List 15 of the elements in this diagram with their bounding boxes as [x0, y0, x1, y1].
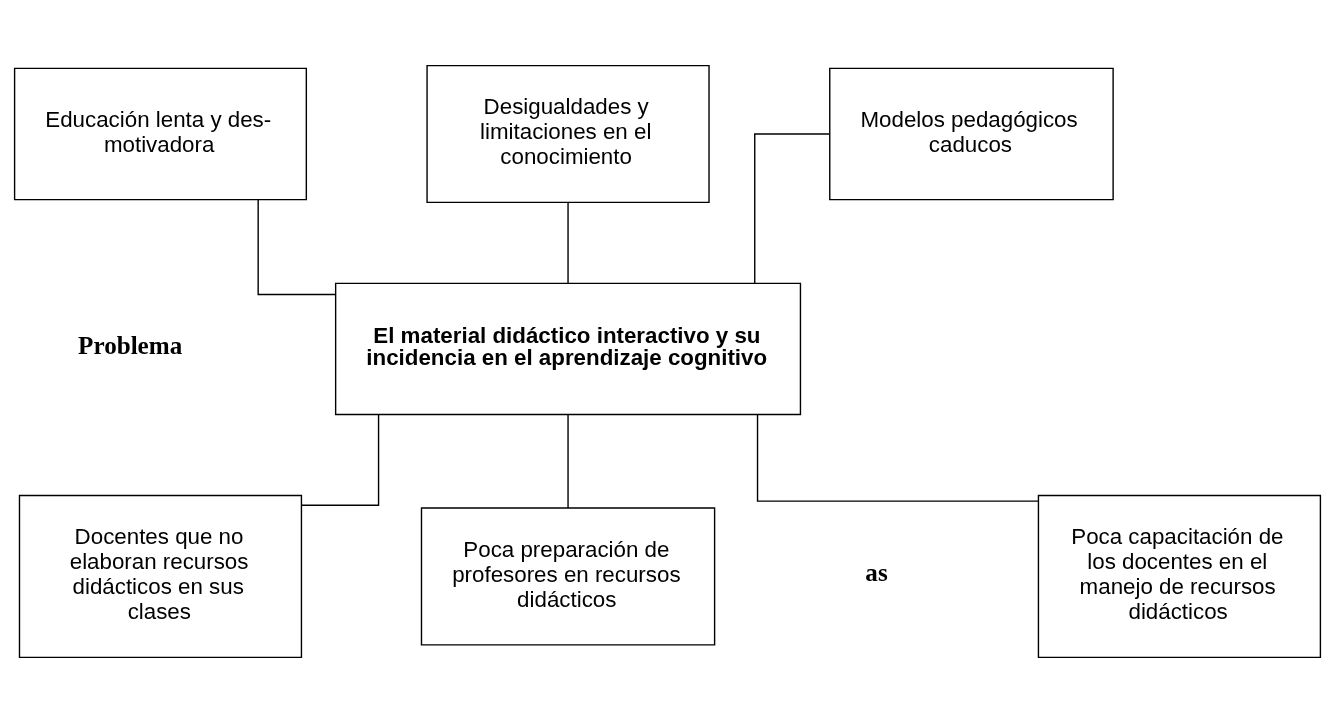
node-box: Modelos pedagógicos caducos [829, 67, 1114, 200]
connector [756, 413, 1040, 502]
connector [754, 132, 831, 284]
label: as [865, 558, 888, 586]
node-box: El material didáctico interactivo y su incidencia en el aprendizaje cognitivo [334, 282, 802, 415]
connector [567, 413, 569, 509]
connector [257, 198, 337, 295]
node-box: Educación lenta y des- motivadora [13, 67, 308, 200]
connector [300, 413, 380, 506]
connector [567, 201, 569, 284]
node-box: Desigualdades y limitaciones en el conocimiento [426, 64, 710, 203]
node-box: Docentes que no elaboran recursos didácticos en sus clases [18, 494, 303, 658]
node-box: Poca capacitación de los docentes en el manejo de recursos didácticos [1037, 494, 1322, 658]
label: Problema [78, 331, 183, 359]
node-box: Poca preparación de profesores en recursos didácticos [420, 506, 716, 646]
